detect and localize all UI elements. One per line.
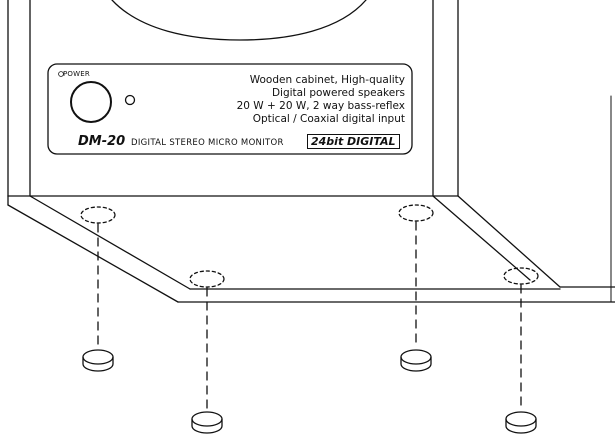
foot-position-rear-right: [398, 204, 434, 222]
model-name: DM-20: [78, 134, 126, 149]
spec-line-4: Optical / Coaxial digital input: [252, 113, 405, 125]
power-led: [124, 94, 136, 106]
spec-line-2: Digital powered speakers: [271, 87, 405, 99]
base-right-edge: [457, 195, 561, 288]
rubber-foot-3: [400, 349, 432, 372]
foot-position-front-left: [80, 206, 116, 224]
power-label: POWER: [63, 70, 90, 78]
foot-position-front-right: [503, 267, 539, 285]
base-right-edge-inner: [432, 195, 531, 281]
base-left-edge: [7, 204, 179, 303]
power-button: [70, 81, 112, 123]
model-subtitle: DIGITAL STEREO MICRO MONITOR: [131, 138, 284, 148]
rubber-foot-2: [191, 411, 223, 434]
rubber-foot-1: [82, 349, 114, 372]
control-panel: [47, 63, 413, 155]
digital-badge: 24bit DIGITAL: [307, 134, 400, 149]
rubber-foot-4: [505, 411, 537, 434]
spec-line-3: 20 W + 20 W, 2 way bass-reflex: [236, 100, 405, 112]
spec-line-1: Wooden cabinet, High-quality: [249, 74, 405, 86]
foot-position-rear-left: [189, 270, 225, 288]
woofer-arc: [111, 0, 367, 41]
power-symbol-icon: [58, 71, 64, 77]
base-left-edge-inner: [29, 195, 191, 290]
